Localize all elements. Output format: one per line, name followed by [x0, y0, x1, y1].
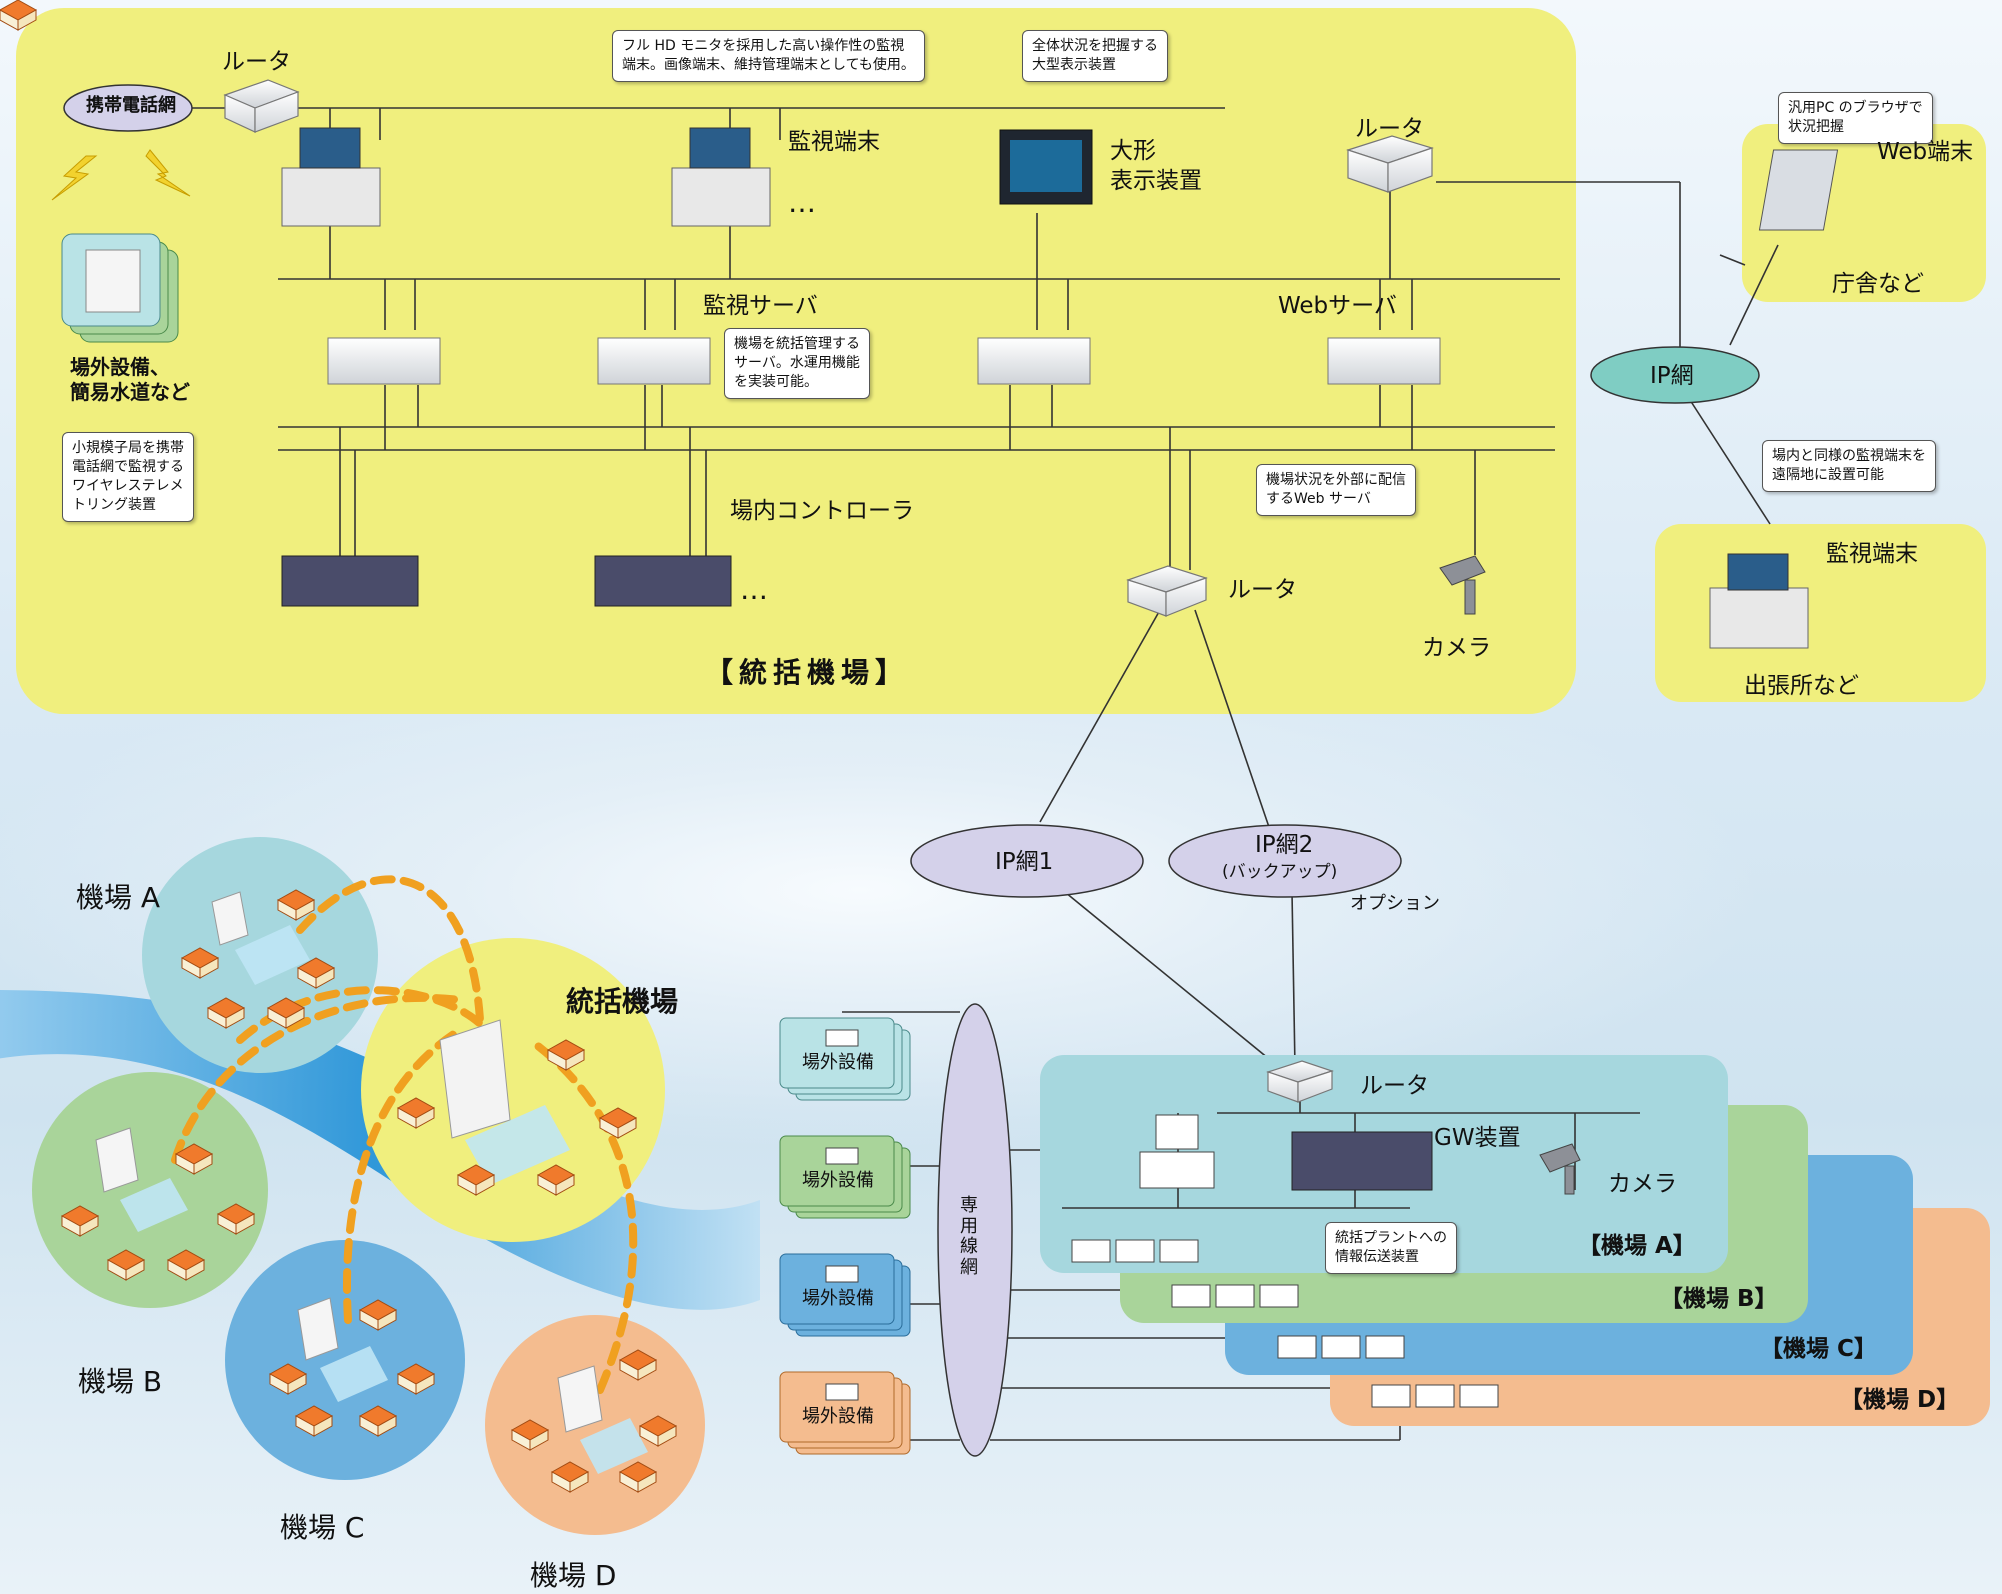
- hd-monitor-callout: フル HD モニタを採用した高い操作性の監視 端末。画像端末、維持管理端末として…: [612, 30, 925, 82]
- hq-web-router-label: ルータ: [1355, 116, 1424, 142]
- monitor-server-callout: 機場を統括管理する サーバ。水運用機能 を実装可能。: [724, 328, 870, 399]
- monitor-terminal-icons: [281, 127, 1809, 649]
- io-module-icons: [1071, 1239, 1499, 1408]
- map-hq-label: 統括機場: [566, 985, 679, 1018]
- monitor-server-label: 監視サーバ: [703, 293, 818, 319]
- dedicated-network-label: 専用線網: [960, 1195, 978, 1279]
- site-a-title: 【機場 A】: [1578, 1233, 1696, 1259]
- dedicated-network-ellipse: [937, 1003, 1013, 1457]
- web-server-callout: 機場状況を外部に配信 するWeb サーバ: [1256, 464, 1416, 516]
- ip-network-1-label: IP網1: [995, 849, 1054, 875]
- route-a-hq: [296, 875, 484, 1024]
- ip-network-2-label: IP網2: [1255, 832, 1314, 858]
- site-router-label: ルータ: [1360, 1073, 1429, 1099]
- branch-callout: 場内と同様の監視端末を 遠隔地に設置可能: [1762, 440, 1936, 492]
- server-icons: [327, 337, 1441, 385]
- ip-network-2-ellipse: [1168, 824, 1402, 898]
- outside-equipment-label-3: 場外設備: [802, 1288, 874, 1309]
- web-terminal-callout: 汎用PC のブラウザで 状況把握: [1778, 92, 1933, 144]
- ip-network-ellipse: [1590, 346, 1760, 404]
- ip-network-label: IP網: [1650, 363, 1694, 389]
- gw-callout: 統括プラントへの 情報伝送装置: [1325, 1222, 1457, 1274]
- site-pc-icon: [1155, 1114, 1199, 1150]
- hq-bottom-router-label: ルータ: [1228, 577, 1297, 603]
- map-site-b-label: 機場 B: [78, 1365, 163, 1398]
- camera-icons: [1439, 555, 1581, 1195]
- map-site-a-label: 機場 A: [76, 881, 161, 914]
- ip-network-1-ellipse: [910, 824, 1144, 898]
- outside-equipment-cards: [779, 1017, 911, 1455]
- web-panel-place: 庁舎など: [1832, 271, 1924, 297]
- outside-equipment-label-1: 場外設備: [802, 1052, 874, 1073]
- controller-label: 場内コントローラ: [730, 498, 914, 524]
- branch-panel-place: 出張所など: [1744, 673, 1859, 699]
- ip-network-2-sub: (バックアップ): [1222, 862, 1338, 882]
- large-display-label: 大形 表示装置: [1110, 138, 1202, 194]
- hq-camera-label: カメラ: [1422, 635, 1491, 661]
- route-d-hq: [526, 1036, 638, 1394]
- outside-equipment-label-2: 場外設備: [802, 1170, 874, 1191]
- map-site-d-label: 機場 D: [530, 1559, 617, 1592]
- site-b-title: 【機場 B】: [1660, 1286, 1778, 1312]
- web-terminal-label: Web端末: [1877, 139, 1974, 165]
- large-display-callout: 全体状況を把握する 大型表示装置: [1022, 30, 1168, 82]
- outside-equipment-label-4: 場外設備: [802, 1406, 874, 1427]
- signal-bolt-icon: [145, 149, 191, 197]
- map-site-c-label: 機場 C: [280, 1511, 365, 1544]
- telemetry-callout: 小規模子局を携帯 電話網で監視する ワイヤレステレメ トリング装置: [62, 432, 194, 522]
- site-camera-label: カメラ: [1608, 1171, 1677, 1197]
- hq-router-label: ルータ: [222, 49, 291, 75]
- branch-terminal-label: 監視端末: [1826, 541, 1918, 567]
- web-server-label: Webサーバ: [1278, 293, 1397, 319]
- route-c-hq: [343, 1026, 464, 1324]
- route-b-hq: [171, 993, 464, 1164]
- mobile-network-ellipse: [63, 84, 193, 132]
- router-icons: [223, 79, 1434, 1103]
- mobile-network-label: 携帯電話網: [86, 95, 176, 116]
- laptop-icon: [1758, 149, 1839, 231]
- houses: [0, 0, 38, 31]
- site-c-title: 【機場 C】: [1760, 1336, 1877, 1362]
- hq-title: 【統括機場】: [705, 656, 910, 689]
- monitor-terminal-label: 監視端末: [788, 129, 880, 155]
- terminal-ellipsis: …: [788, 186, 816, 219]
- controller-icons: [281, 555, 1433, 1191]
- signal-bolt-icon: [51, 155, 98, 201]
- outside-facilities-label: 場外設備、 簡易水道など: [70, 355, 190, 404]
- controller-ellipsis: …: [740, 573, 768, 606]
- hq-circle: [361, 938, 665, 1242]
- gw-device-label: GW装置: [1434, 1125, 1521, 1151]
- site-d-title: 【機場 D】: [1840, 1387, 1960, 1413]
- option-label: オプション: [1350, 893, 1440, 914]
